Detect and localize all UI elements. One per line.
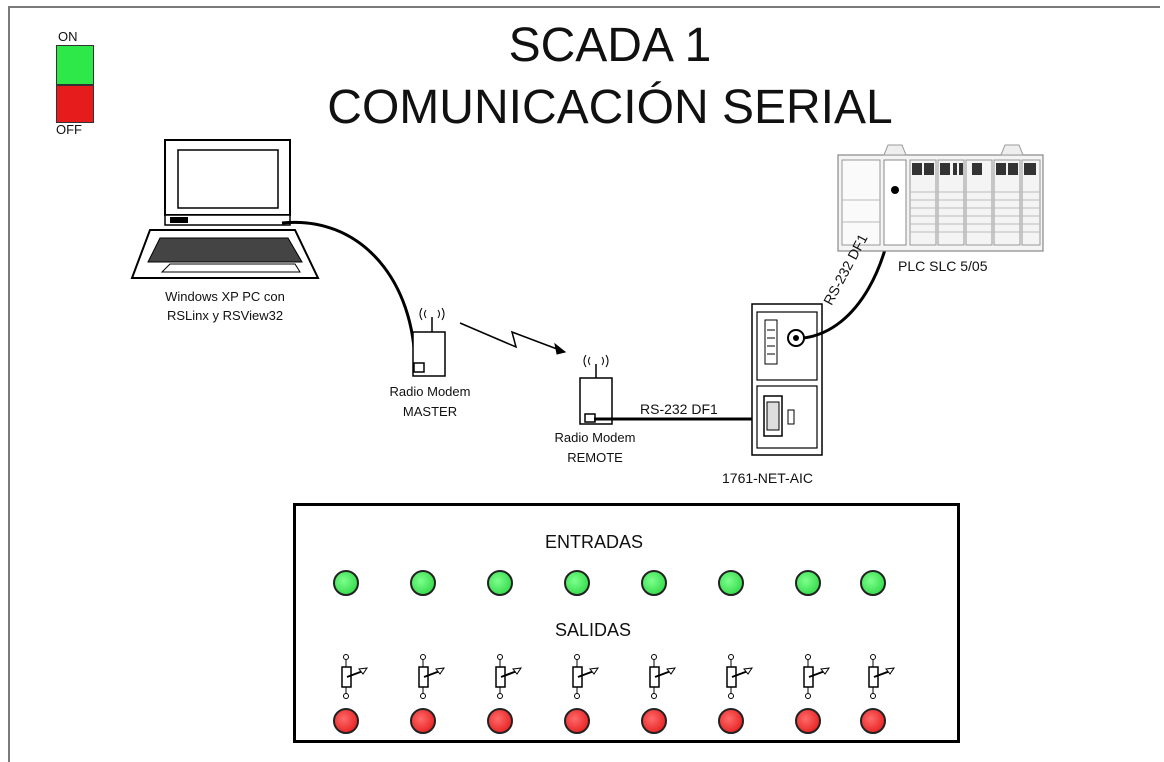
output-switch-1[interactable]: [339, 654, 373, 700]
modem-remote-label-line1: Radio Modem: [554, 430, 636, 445]
output-led-4: [564, 708, 590, 734]
input-led-4: [564, 570, 590, 596]
input-led-8: [860, 570, 886, 596]
output-led-3: [487, 708, 513, 734]
output-led-1: [333, 708, 359, 734]
radio-modem-master-icon[interactable]: [412, 307, 446, 377]
output-switch-7[interactable]: [801, 654, 835, 700]
toggle-off-button[interactable]: [56, 85, 94, 123]
input-led-6: [718, 570, 744, 596]
radio-modem-remote-icon[interactable]: [579, 354, 613, 425]
rs232-link-label: RS-232 DF1: [640, 401, 718, 417]
modem-remote-label-line2: REMOTE: [567, 450, 623, 465]
output-led-6: [718, 708, 744, 734]
net-aic-label: 1761-NET-AIC: [722, 470, 814, 486]
output-led-5: [641, 708, 667, 734]
modem-master-label-line1: Radio Modem: [389, 384, 471, 399]
inputs-heading: ENTRADAS: [545, 532, 644, 552]
output-switch-2[interactable]: [416, 654, 450, 700]
outputs-heading: SALIDAS: [555, 620, 632, 640]
input-led-7: [795, 570, 821, 596]
output-led-8: [860, 708, 886, 734]
wireless-link-icon: [459, 322, 567, 355]
page-title-line1: SCADA 1: [508, 19, 712, 72]
screen-frame: [8, 6, 1160, 762]
output-led-2: [410, 708, 436, 734]
input-led-1: [333, 570, 359, 596]
laptop-icon[interactable]: [130, 139, 320, 279]
output-led-7: [795, 708, 821, 734]
input-led-5: [641, 570, 667, 596]
output-switch-3[interactable]: [493, 654, 527, 700]
pc-label-line2: RSLinx y RSView32: [166, 308, 284, 323]
output-switch-5[interactable]: [647, 654, 681, 700]
plc-slc-icon[interactable]: [837, 144, 1044, 252]
output-switch-6[interactable]: [724, 654, 758, 700]
toggle-on-button[interactable]: [56, 45, 94, 85]
modem-master-label-line2: MASTER: [402, 404, 458, 419]
input-led-3: [487, 570, 513, 596]
io-panel: [293, 503, 960, 743]
net-aic-module-icon[interactable]: [751, 303, 823, 456]
input-led-2: [410, 570, 436, 596]
output-switch-8[interactable]: [866, 654, 900, 700]
off-label: OFF: [56, 122, 82, 137]
on-label: ON: [58, 29, 78, 44]
plc-label: PLC SLC 5/05: [898, 258, 988, 274]
pc-label-line1: Windows XP PC con: [165, 289, 285, 304]
page-title-line2: COMUNICACIÓN SERIAL: [327, 81, 893, 134]
output-switch-4[interactable]: [570, 654, 604, 700]
